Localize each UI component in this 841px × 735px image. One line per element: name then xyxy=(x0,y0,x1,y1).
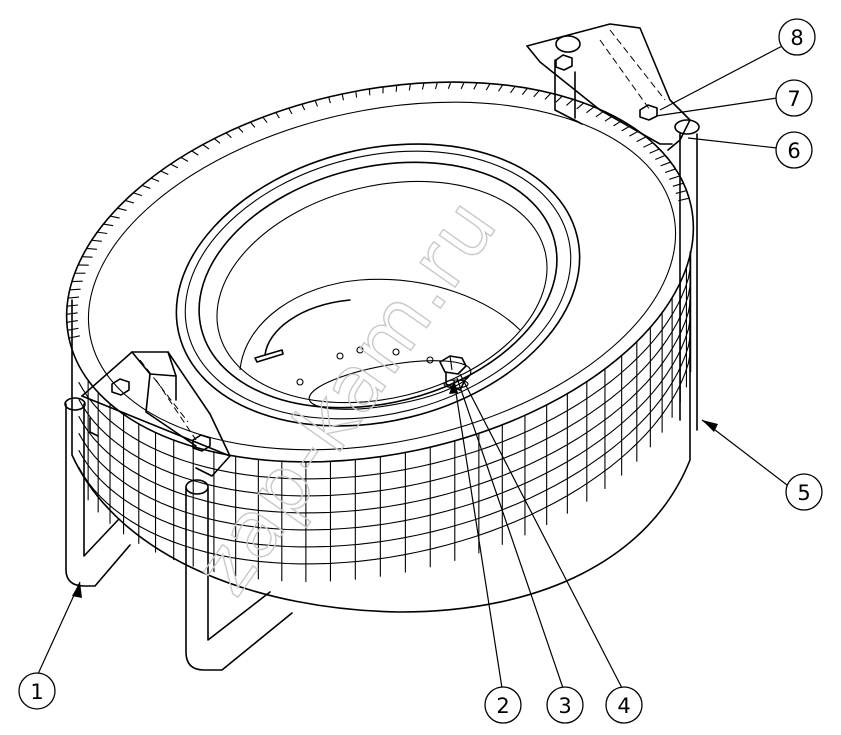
tread-groove xyxy=(586,106,595,114)
tread-groove xyxy=(544,92,552,100)
tread-groove xyxy=(275,112,280,119)
tread-groove xyxy=(395,85,398,92)
tread-groove xyxy=(649,148,660,154)
tread-groove xyxy=(629,130,639,137)
leader-lines xyxy=(37,43,788,689)
tread-groove xyxy=(225,132,232,139)
tread-groove xyxy=(213,138,221,144)
tread-row xyxy=(78,319,691,548)
tread-groove xyxy=(328,96,331,104)
svg-text:8: 8 xyxy=(790,26,803,50)
svg-text:5: 5 xyxy=(797,481,810,505)
tread-groove xyxy=(533,90,540,98)
tread-groove xyxy=(473,82,478,90)
tread-groove xyxy=(521,87,528,96)
tread-groove xyxy=(237,126,244,133)
tread-groove xyxy=(664,168,676,174)
tread-row xyxy=(78,302,691,531)
tread-grid xyxy=(78,251,692,582)
tread-groove xyxy=(301,103,306,111)
tread-groove xyxy=(97,231,108,235)
tread-groove xyxy=(141,184,151,189)
tread-groove xyxy=(643,142,654,148)
tread-groove xyxy=(672,182,684,187)
tread-groove xyxy=(288,107,293,115)
svg-text:6: 6 xyxy=(787,139,800,163)
svg-text:4: 4 xyxy=(617,694,630,718)
callout-7: 7 xyxy=(775,79,813,117)
tread-groove xyxy=(447,81,452,89)
callout-3: 3 xyxy=(546,686,584,724)
tread-groove xyxy=(249,121,256,128)
tread-groove xyxy=(68,296,80,299)
callout-6: 6 xyxy=(775,131,813,169)
tread-groove xyxy=(191,150,199,156)
tread-groove xyxy=(170,163,179,169)
tread-groove xyxy=(510,86,516,94)
tread-row xyxy=(78,285,691,514)
svg-text:3: 3 xyxy=(558,694,571,718)
tread-groove xyxy=(566,98,574,106)
tread-groove xyxy=(110,215,120,219)
tread-groove xyxy=(421,82,425,90)
tread-groove xyxy=(86,247,97,250)
tread-groove xyxy=(485,83,491,91)
tread-groove xyxy=(262,116,268,123)
tread-top xyxy=(66,81,690,339)
svg-text:1: 1 xyxy=(30,680,43,704)
tread-groove xyxy=(636,136,647,143)
tread-groove xyxy=(66,320,78,323)
callout-1: 1 xyxy=(18,672,56,710)
tread-row xyxy=(78,336,691,565)
tread-groove xyxy=(497,84,504,92)
holder-bracket-right xyxy=(526,23,700,431)
tread-groove xyxy=(82,256,93,258)
tread-groove xyxy=(160,170,169,176)
callout-5: 5 xyxy=(785,473,823,511)
holder-bracket-left xyxy=(64,351,293,671)
tread-groove xyxy=(91,239,102,242)
tread-groove xyxy=(341,93,345,101)
tread-groove xyxy=(133,192,143,197)
tread-groove xyxy=(660,161,671,167)
tread-groove xyxy=(655,154,666,161)
tread-groove xyxy=(124,199,135,204)
spare-wheel xyxy=(65,81,695,613)
svg-text:2: 2 xyxy=(496,694,509,718)
tread-groove xyxy=(68,335,80,339)
tread-groove xyxy=(67,304,79,307)
tread-groove xyxy=(69,288,81,291)
tread-groove xyxy=(460,82,465,90)
tread-groove xyxy=(355,91,358,98)
tread-groove xyxy=(314,100,318,107)
tread-groove xyxy=(180,156,189,162)
tread-row xyxy=(78,251,691,480)
tread-groove xyxy=(408,83,411,91)
callout-8: 8 xyxy=(778,18,816,56)
tread-groove xyxy=(555,95,563,103)
tread-groove xyxy=(67,327,79,331)
callout-4: 4 xyxy=(605,686,643,724)
tread-groove xyxy=(576,102,585,110)
tread-groove xyxy=(117,207,127,211)
tread-groove xyxy=(434,82,438,90)
watermark: zap-kam.ru xyxy=(178,182,516,611)
tread-groove xyxy=(202,144,210,150)
tread-row xyxy=(78,268,691,497)
callout-2: 2 xyxy=(484,686,522,724)
tread-groove xyxy=(669,175,680,180)
tread-groove xyxy=(103,223,114,227)
tread-groove xyxy=(150,177,160,182)
tread-groove xyxy=(66,312,78,315)
tread-groove xyxy=(675,190,687,194)
svg-text:7: 7 xyxy=(787,87,800,111)
